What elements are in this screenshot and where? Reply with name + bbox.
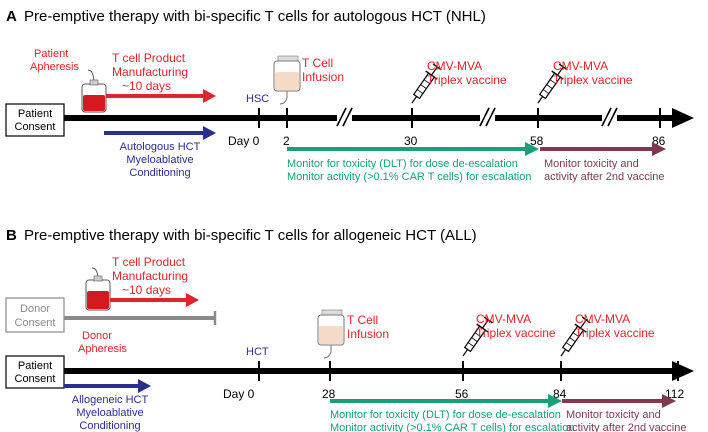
conditioning-b-line3: Conditioning	[79, 420, 140, 432]
conditioning-line2: Myeloablative	[126, 154, 193, 166]
syringe-icon	[411, 63, 442, 104]
donor-apheresis-line2: Apheresis	[78, 343, 127, 355]
panel-b-title: Pre-emptive therapy with bi-specific T c…	[24, 227, 477, 244]
conditioning-b-line1: Allogeneic HCT	[72, 394, 149, 406]
donor-consent-line2: Consent	[15, 317, 56, 329]
panel-a-ticks	[258, 108, 661, 128]
manufacturing-line2: Manufacturing	[112, 65, 188, 79]
donor-consent-box	[5, 297, 65, 333]
infusion-line1: T Cell	[302, 56, 333, 70]
blood-bag-icon	[81, 69, 107, 113]
conditioning-line3: Conditioning	[129, 167, 190, 179]
infusion-line2: Infusion	[302, 70, 344, 84]
manufacturing-line1: T cell Product	[112, 51, 186, 65]
infusion-b-line1: T Cell	[347, 313, 378, 327]
tick-label-b-84: 84	[553, 387, 567, 401]
manufacturing-b-line3: ~10 days	[122, 283, 171, 297]
syringe-icon	[560, 316, 591, 357]
monitor2-line2: activity after 2nd vaccine	[544, 171, 664, 183]
syringe-icon	[462, 316, 493, 357]
patient-consent-box	[5, 103, 65, 137]
donor-consent-line1: Donor	[20, 303, 50, 315]
patient-consent-line1: Patient	[18, 108, 52, 120]
monitor2-b-line2: activity after 2nd vaccine	[566, 422, 686, 432]
monitor2-line1: Monitor toxicity and	[544, 158, 639, 170]
manufacturing-b-line1: T cell Product	[112, 255, 186, 269]
infusion-bag-icon	[317, 309, 345, 359]
tick-label-2: 2	[283, 134, 290, 148]
donor-apheresis-line1: Donor	[82, 330, 112, 342]
infusion-b-line2: Infusion	[347, 327, 389, 341]
tick-label-58: 58	[530, 134, 544, 148]
patient-consent-line2: Consent	[15, 121, 56, 133]
monitor1-line2: Monitor activity (>0.1% CAR T cells) for…	[287, 171, 531, 183]
monitor2-b-line1: Monitor toxicity and	[566, 409, 661, 421]
tick-label-30: 30	[404, 134, 418, 148]
conditioning-b-line2: Myeloablative	[76, 407, 143, 419]
patient-apheresis-line2: Apheresis	[30, 61, 79, 73]
monitor1-line1: Monitor for toxicity (DLT) for dose de-e…	[287, 158, 518, 170]
vaccine1-line2: Triplex vaccine	[427, 73, 507, 87]
vaccine2-line2: Triplex vaccine	[553, 73, 633, 87]
panel-b-ticks	[258, 361, 679, 381]
panel-a-letter: A	[6, 8, 17, 25]
patient-consent-box-b	[5, 355, 65, 389]
panel-b-letter: B	[6, 227, 17, 244]
panel-b: B Pre-emptive therapy with bi-specific T…	[5, 227, 694, 432]
tick-label-b-day0: Day 0	[223, 387, 255, 401]
vaccine1-b-line2: Triplex vaccine	[476, 326, 556, 340]
tick-label-day0: Day 0	[228, 134, 260, 148]
panel-a-title: Pre-emptive therapy with bi-specific T c…	[24, 8, 486, 25]
vaccine2-b-line1: CMV-MVA	[575, 312, 630, 326]
infusion-bag-icon	[273, 55, 301, 105]
monitor1-b-line1: Monitor for toxicity (DLT) for dose de-e…	[330, 409, 561, 421]
hct-label: HCT	[246, 346, 269, 358]
tick-label-b-112: 112	[665, 387, 684, 401]
conditioning-line1: Autologous HCT	[120, 141, 201, 153]
patient-consent-b-line1: Patient	[18, 360, 52, 372]
panel-b-timeline-arrowhead	[672, 361, 694, 381]
manufacturing-line3: ~10 days	[122, 79, 171, 93]
panel-a-timeline-arrowhead	[672, 108, 694, 128]
vaccine2-b-line2: Triplex vaccine	[575, 326, 655, 340]
patient-consent-b-line2: Consent	[15, 373, 56, 385]
patient-apheresis-line1: Patient	[34, 48, 68, 60]
manufacturing-b-line2: Manufacturing	[112, 269, 188, 283]
vaccine1-b-line1: CMV-MVA	[476, 312, 531, 326]
hsc-label: HSC	[246, 93, 269, 105]
vaccine1-line1: CMV-MVA	[427, 59, 482, 73]
blood-bag-icon	[85, 267, 111, 311]
syringe-icon	[537, 63, 568, 104]
monitor1-b-line2: Monitor activity (>0.1% CAR T cells) for…	[330, 422, 574, 432]
panel-a: A Pre-emptive therapy with bi-specific T…	[5, 8, 694, 183]
tick-label-b-56: 56	[455, 387, 469, 401]
tick-label-b-28: 28	[322, 387, 336, 401]
vaccine2-line1: CMV-MVA	[553, 59, 608, 73]
